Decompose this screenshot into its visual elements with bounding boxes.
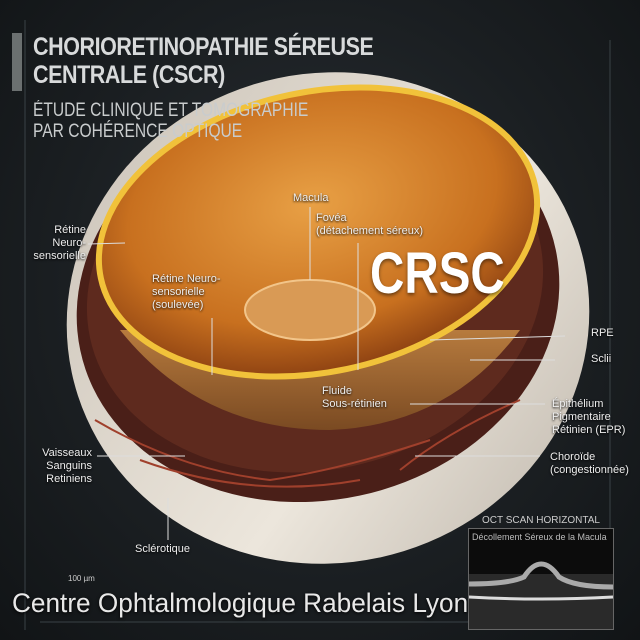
serous-detachment-dome xyxy=(244,279,376,341)
label-fovea: Fovéa(détachement séreux) xyxy=(316,212,423,237)
subtitle-line-2: PAR COHÉRENCE OPTIQUE xyxy=(33,121,243,142)
label-macula: Macula xyxy=(293,192,329,204)
oct-title: OCT SCAN HORIZONTAL xyxy=(482,515,600,526)
blood-vessels xyxy=(94,399,521,488)
label-rpe: RPE xyxy=(591,327,614,339)
oct-scan-image xyxy=(468,528,614,630)
scale-bar-label: 100 µm xyxy=(68,574,95,583)
oct-scan-graphic xyxy=(469,561,613,629)
crsc-badge: CRSC xyxy=(370,241,505,306)
retina-interior xyxy=(95,84,541,380)
subtitle-line-1: ÉTUDE CLINIQUE ET TOMOGRAPHIE xyxy=(33,100,309,121)
leader-lines xyxy=(87,207,566,540)
label-choroide: Choroïde(congestionnée) xyxy=(550,451,629,476)
label-sclii: Sclii xyxy=(591,353,612,365)
label-retine-soulevee: Rétine Neuro-sensorielle(soulevée) xyxy=(152,273,221,311)
title-line-2: CENTRALE (CSCR) xyxy=(33,61,225,89)
title-line-1: CHORIORETINOPATHIE SÉREUSE xyxy=(33,33,374,61)
watermark: Centre Ophtalmologique Rabelais Lyon xyxy=(12,588,469,618)
title-accent-bar xyxy=(12,33,22,91)
oct-caption: Décollement Séreux de la Macula xyxy=(472,532,607,542)
label-sclerotique: Sclérotique xyxy=(135,543,191,555)
